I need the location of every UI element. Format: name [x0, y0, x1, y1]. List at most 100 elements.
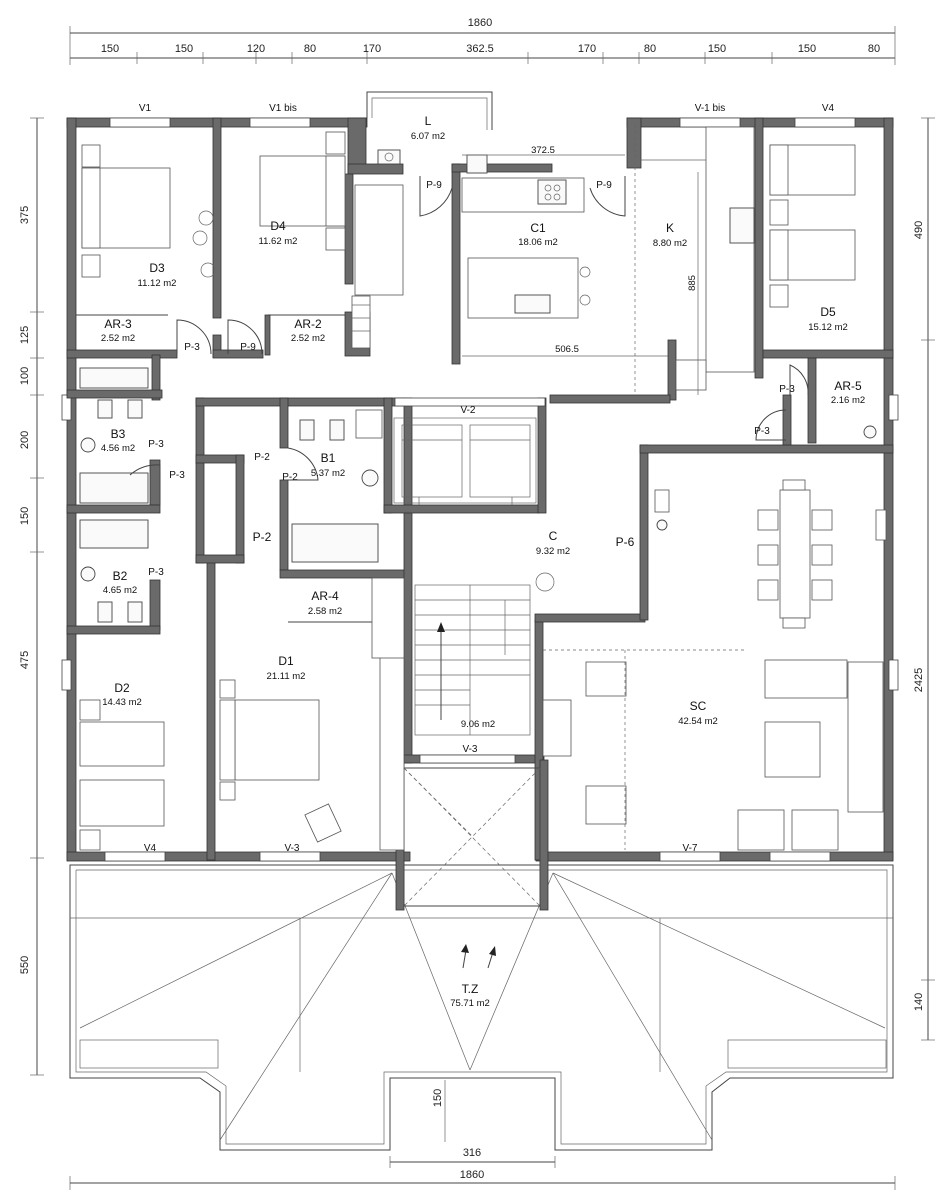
left-dim-5: 150	[19, 507, 31, 525]
door-label-p6: P-6	[616, 535, 635, 549]
room-d4-area: 11.62 m2	[259, 236, 298, 247]
room-b2-area: 4.65 m2	[103, 585, 137, 596]
room-ar2-area: 2.52 m2	[291, 333, 325, 344]
room-b1-name: B1	[321, 451, 336, 465]
door-label-p3-b3: P-3	[148, 439, 164, 450]
dim-kitchen-depth: 885	[687, 275, 698, 291]
right-dim-2: 2425	[913, 668, 925, 692]
window-v1-bis: V1 bis	[269, 103, 297, 114]
room-ar5-area: 2.16 m2	[831, 395, 865, 406]
room-stair-area: 9.06 m2	[461, 719, 495, 730]
room-d3-name: D3	[149, 261, 165, 275]
door-label-p9-right: P-9	[596, 180, 612, 191]
door-label-p3-ar5: P-3	[779, 384, 795, 395]
room-d2-area: 14.43 m2	[102, 697, 142, 708]
room-ar5-name: AR-5	[834, 379, 862, 393]
room-sc-area: 42.54 m2	[678, 716, 718, 727]
door-labels: P-9 P-9 P-3 P-9 P-3 P-3 P-3 P-2 P-2 P-2 …	[148, 180, 795, 578]
top-dimension-lines: 1860 150 150 120 80 170 362.5 170 80 150…	[69, 17, 896, 65]
room-ar2-name: AR-2	[294, 317, 322, 331]
room-d1-name: D1	[278, 654, 294, 668]
room-d5-name: D5	[820, 305, 836, 319]
window-v3-stair: V-3	[462, 744, 477, 755]
room-sc-name: SC	[690, 699, 707, 713]
room-l-name: L	[425, 114, 432, 128]
doors	[129, 176, 809, 505]
door-label-p9-d4: P-9	[240, 342, 256, 353]
top-dim-6: 362.5	[466, 43, 494, 55]
staircase: 9.06 m2	[414, 584, 531, 736]
top-dim-8: 80	[644, 43, 656, 55]
top-dim-4: 80	[304, 43, 316, 55]
right-dim-1: 490	[913, 221, 925, 239]
left-dim-4: 200	[19, 431, 31, 449]
interior-dimensions: 372.5 506.5 885	[462, 145, 699, 395]
room-k-area: 8.80 m2	[653, 238, 687, 249]
right-dim-3: 140	[913, 993, 925, 1011]
elevators	[393, 417, 537, 505]
dim-kitchen-width: 372.5	[531, 145, 555, 156]
room-c1-name: C1	[530, 221, 546, 235]
dim-kitchen-bottom: 506.5	[555, 344, 579, 355]
room-d2-name: D2	[114, 681, 130, 695]
bottom-total-dim: 1860	[460, 1169, 484, 1181]
bottom-dimension-lines: 316 1860 150	[69, 1080, 896, 1190]
room-b2-name: B2	[113, 569, 128, 583]
window-v1: V1	[139, 103, 152, 114]
room-ar4-name: AR-4	[311, 589, 339, 603]
left-dim-3: 100	[19, 367, 31, 385]
top-total-dim: 1860	[468, 17, 492, 29]
top-dim-11: 80	[868, 43, 880, 55]
room-tz-name: T.Z	[462, 982, 479, 996]
top-dim-2: 150	[175, 43, 193, 55]
left-dim-6: 475	[19, 651, 31, 669]
door-label-p2-a: P-2	[254, 452, 270, 463]
furniture	[79, 125, 887, 851]
door-label-p3-b2: P-3	[148, 567, 164, 578]
service-shaft	[403, 767, 541, 907]
room-tz-area: 75.71 m2	[450, 998, 490, 1009]
room-k-name: K	[666, 221, 674, 235]
room-b3-area: 4.56 m2	[101, 443, 135, 454]
left-dim-7: 550	[19, 956, 31, 974]
room-c-name: C	[549, 529, 558, 543]
top-dim-5: 170	[363, 43, 381, 55]
room-c-area: 9.32 m2	[536, 546, 570, 557]
door-label-p3-b3b: P-3	[169, 470, 185, 481]
bottom-inner-dim: 316	[463, 1147, 481, 1159]
room-d3-area: 11.12 m2	[138, 278, 177, 289]
room-ar4-area: 2.58 m2	[308, 606, 342, 617]
room-b1-area: 5.37 m2	[311, 468, 345, 479]
windows: V1 V1 bis V-1 bis V4 V4 V-3 V-7	[61, 103, 899, 862]
door-label-p2-b: P-2	[282, 472, 298, 483]
window-v1-bis-right: V-1 bis	[695, 103, 726, 114]
door-label-p3-d5: P-3	[754, 426, 770, 437]
right-dimension-lines: 490 2425 140	[913, 117, 935, 1041]
left-dim-2: 125	[19, 326, 31, 344]
terrace-area: T.Z 75.71 m2	[69, 864, 894, 1151]
top-dim-7: 170	[578, 43, 596, 55]
room-l-area: 6.07 m2	[411, 131, 445, 142]
door-label-p3-d3: P-3	[184, 342, 200, 353]
room-d4-name: D4	[270, 219, 286, 233]
window-v7: V-7	[682, 843, 697, 854]
top-dim-9: 150	[708, 43, 726, 55]
room-ar3-name: AR-3	[104, 317, 132, 331]
left-dimension-lines: 375 125 100 200 150 475 550	[19, 117, 44, 1076]
room-labels: L 6.07 m2 C1 18.06 m2 K 8.80 m2 D3 11.12…	[101, 114, 865, 727]
top-dim-1: 150	[101, 43, 119, 55]
window-v4-bottom: V4	[144, 843, 157, 854]
room-d5-area: 15.12 m2	[808, 322, 848, 333]
window-v4-top: V4	[822, 103, 835, 114]
door-label-p9-left: P-9	[426, 180, 442, 191]
window-v3-bottom: V-3	[284, 843, 299, 854]
interior-walls	[66, 117, 894, 911]
room-ar3-area: 2.52 m2	[101, 333, 135, 344]
door-label-p2-c: P-2	[253, 530, 272, 544]
window-v2: V-2	[460, 405, 475, 416]
room-b3-name: B3	[111, 427, 126, 441]
left-dim-1: 375	[19, 206, 31, 224]
top-dim-10: 150	[798, 43, 816, 55]
room-d1-area: 21.11 m2	[267, 671, 306, 682]
